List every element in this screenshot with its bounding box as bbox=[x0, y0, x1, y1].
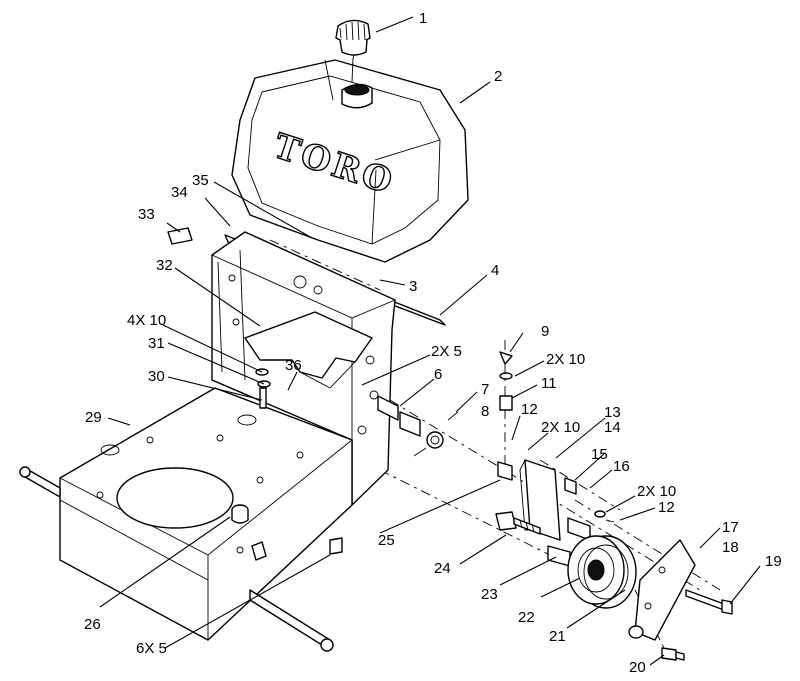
callout-19: 19 bbox=[765, 553, 782, 570]
idler-arm-plate bbox=[628, 539, 696, 641]
callout-12-upper: 12 bbox=[521, 401, 538, 418]
callout-35: 35 bbox=[192, 172, 209, 189]
callout-6: 6 bbox=[434, 366, 442, 383]
callout-17: 17 bbox=[722, 519, 739, 536]
callout-7: 7 bbox=[481, 381, 489, 398]
callout-30: 30 bbox=[148, 368, 165, 385]
callout-labels: 1 2 3 4 6 7 8 9 2X 10 11 12 2X 10 13 14 … bbox=[84, 10, 782, 676]
callout-32: 32 bbox=[156, 257, 173, 274]
callout-31: 31 bbox=[148, 335, 165, 352]
callout-3: 3 bbox=[409, 278, 417, 295]
callout-2x10-middle: 2X 10 bbox=[541, 419, 580, 436]
callout-26: 26 bbox=[84, 616, 101, 633]
callout-2x10-upper: 2X 10 bbox=[546, 351, 585, 368]
chassis-deck bbox=[59, 387, 353, 641]
callout-34: 34 bbox=[171, 184, 188, 201]
callout-18: 18 bbox=[722, 539, 739, 556]
callout-1: 1 bbox=[419, 10, 427, 27]
callout-33: 33 bbox=[138, 206, 155, 223]
callout-11: 11 bbox=[541, 375, 557, 392]
spacers-and-springs bbox=[377, 395, 459, 457]
callout-24: 24 bbox=[434, 560, 451, 577]
fuel-cap bbox=[335, 19, 371, 56]
callout-4: 4 bbox=[491, 262, 499, 279]
callout-15: 15 bbox=[591, 446, 608, 463]
bolt bbox=[495, 511, 541, 535]
fuel-tank: TORO bbox=[231, 57, 469, 263]
callout-16: 16 bbox=[613, 458, 630, 475]
callout-20: 20 bbox=[629, 659, 646, 676]
callout-6x5: 6X 5 bbox=[136, 640, 167, 657]
axle-rod bbox=[19, 466, 334, 652]
callout-22: 22 bbox=[518, 609, 535, 626]
callout-36: 36 bbox=[285, 357, 302, 374]
long-bolt bbox=[685, 589, 733, 615]
callout-4x10: 4X 10 bbox=[127, 312, 166, 329]
idler-bracket-assembly bbox=[497, 351, 615, 541]
callout-13: 13 bbox=[604, 404, 621, 421]
callout-12-lower: 12 bbox=[658, 499, 675, 516]
decal bbox=[167, 227, 193, 245]
callout-8: 8 bbox=[481, 403, 489, 420]
pulley bbox=[567, 535, 637, 609]
leader-lines bbox=[99, 16, 761, 666]
callout-29: 29 bbox=[85, 409, 102, 426]
callout-25: 25 bbox=[378, 532, 395, 549]
mounting-plate bbox=[244, 311, 373, 389]
callout-14: 14 bbox=[604, 419, 621, 436]
callout-21: 21 bbox=[549, 628, 566, 645]
callout-9: 9 bbox=[541, 323, 549, 340]
callout-2x5: 2X 5 bbox=[431, 343, 462, 360]
spacer bbox=[547, 545, 571, 567]
knob bbox=[231, 504, 267, 561]
callout-2x10-lower: 2X 10 bbox=[637, 483, 676, 500]
short-bolt bbox=[661, 647, 685, 661]
callout-2: 2 bbox=[494, 68, 502, 85]
callout-23: 23 bbox=[481, 586, 498, 603]
